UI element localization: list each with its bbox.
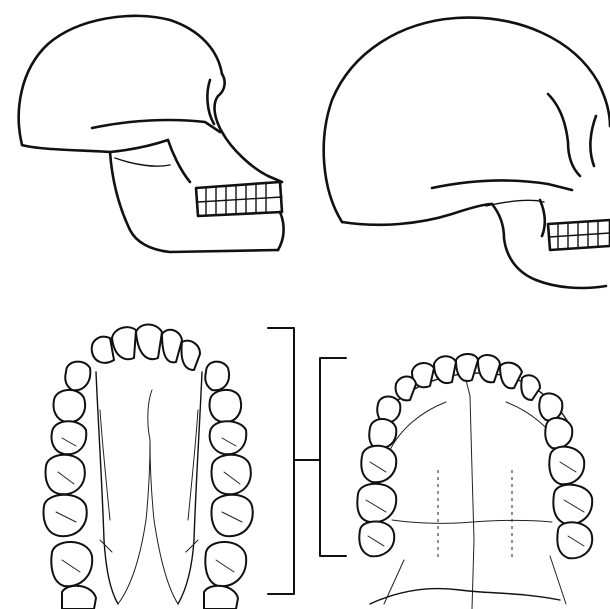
human-dental-arcade-icon [357, 354, 592, 609]
ape-dental-arcade-icon [44, 325, 253, 609]
ape-skull-icon [19, 16, 284, 252]
human-skull-icon [324, 18, 610, 288]
comparison-bracket [268, 328, 346, 594]
